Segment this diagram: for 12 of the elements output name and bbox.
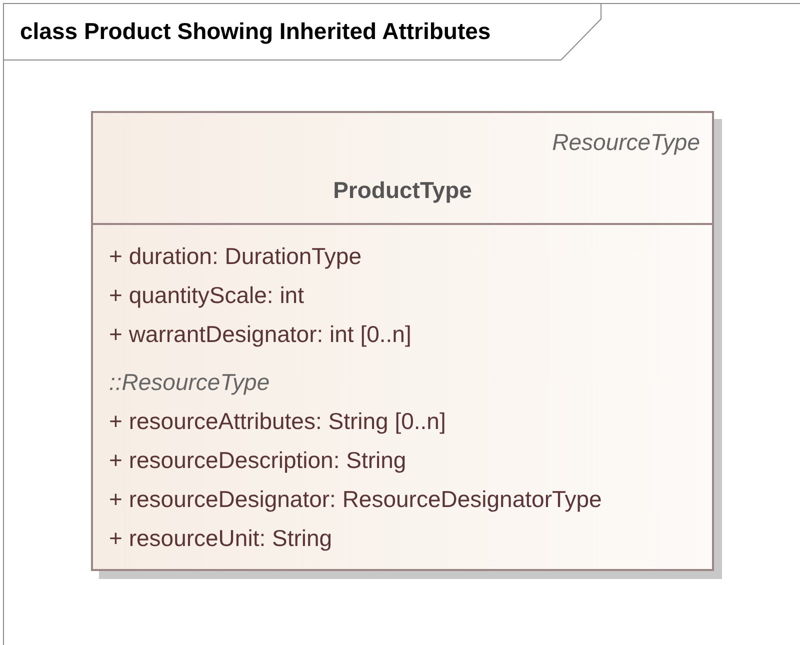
frame-title: class Product Showing Inherited Attributes	[20, 18, 491, 45]
attribute-text: + duration: DurationType	[109, 243, 362, 270]
attribute-text: + resourceDescription: String	[109, 447, 406, 474]
inherited-section-label: ::ResourceType	[109, 369, 270, 396]
attribute-text: + resourceDesignator: ResourceDesignatorType	[109, 486, 602, 513]
attribute-text: + warrantDesignator: int [0..n]	[109, 321, 412, 348]
diagram-frame	[3, 3, 800, 645]
parent-class-name: ResourceType	[552, 129, 700, 156]
attribute-text: + resourceAttributes: String [0..n]	[109, 408, 446, 435]
attribute-text: + quantityScale: int	[109, 282, 304, 309]
class-name: ProductType	[332, 177, 473, 204]
attribute-text: + resourceUnit: String	[109, 525, 332, 552]
